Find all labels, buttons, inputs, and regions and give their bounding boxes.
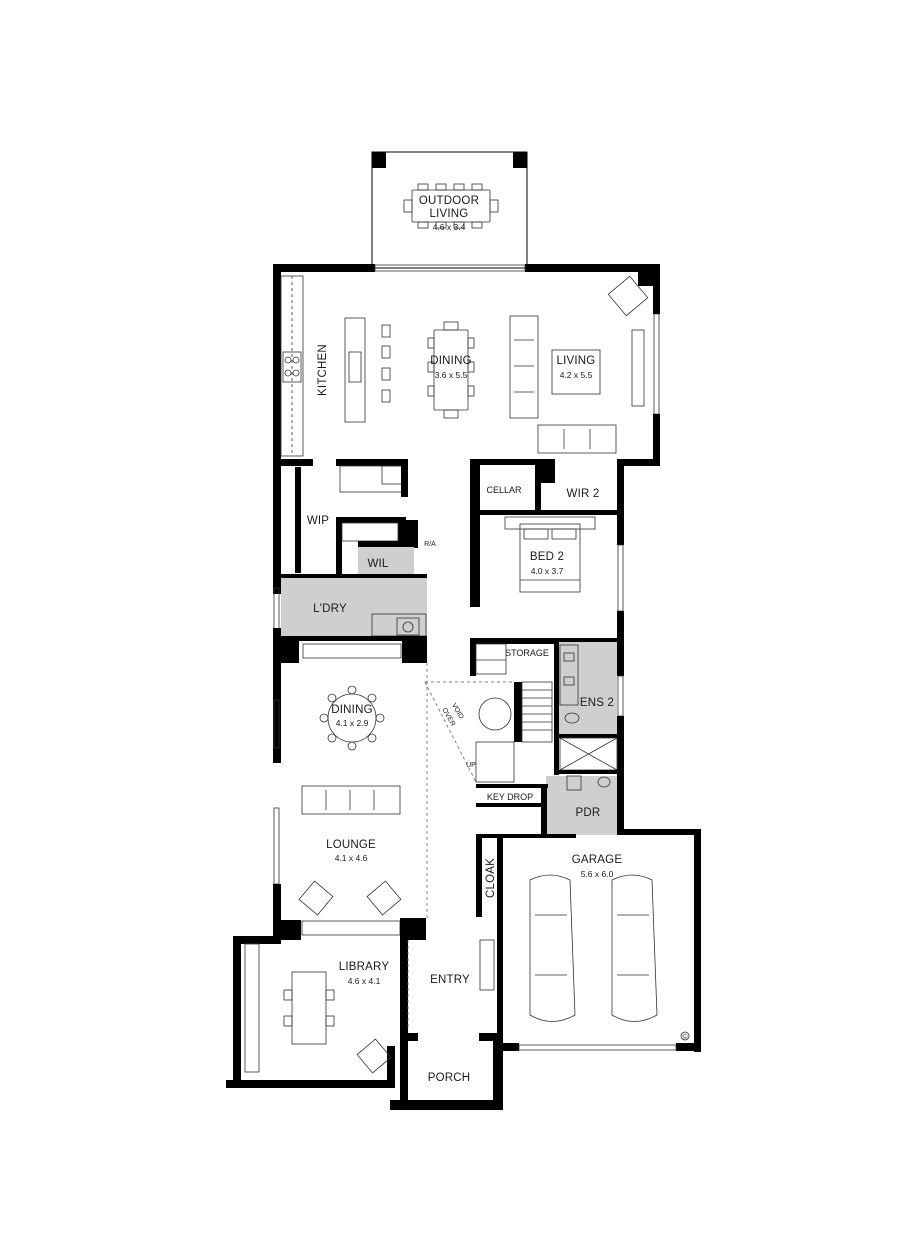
ra-label: R/A <box>424 541 436 548</box>
dining2-label: DINING <box>331 704 372 716</box>
living-size: 4.2 x 5.5 <box>560 370 593 380</box>
exterior-walls <box>273 264 660 834</box>
entry-label: ENTRY <box>430 974 470 986</box>
wir2-label: WIR 2 <box>567 488 600 500</box>
copyright-mark: © <box>682 1033 688 1041</box>
dining-size: 3.6 x 5.5 <box>435 370 468 380</box>
dining-lounge-walls <box>273 641 428 940</box>
outdoor-living-area <box>371 151 528 269</box>
interior-walls <box>273 459 617 644</box>
cloak-label: CLOAK <box>485 858 497 898</box>
garage-area <box>497 829 701 1052</box>
outdoor-living-size: 4.6 x 3.4 <box>433 222 466 232</box>
dining-label: DINING <box>430 355 471 367</box>
outdoor-living-label-line1: OUTDOOR <box>419 195 479 207</box>
dining2-size: 4.1 x 2.9 <box>336 718 369 728</box>
storage-label: STORAGE <box>505 648 549 658</box>
wil-label: WIL <box>367 558 388 570</box>
ensuite-pdr <box>476 638 624 835</box>
living-label: LIVING <box>557 355 596 367</box>
garage-size: 5.6 x 6.0 <box>581 869 614 879</box>
ldry-label: L'DRY <box>313 603 347 615</box>
car-left <box>529 874 576 1022</box>
outdoor-table <box>403 183 499 229</box>
lounge-size: 4.1 x 4.6 <box>335 853 368 863</box>
dining-table <box>427 321 475 419</box>
stair-up-label: UP <box>466 762 476 769</box>
bed2-size: 4.0 x 3.7 <box>531 566 564 576</box>
car-right <box>611 874 658 1022</box>
bed2-label: BED 2 <box>530 551 564 563</box>
cellar-label: CELLAR <box>486 485 522 495</box>
key-drop-label: KEY DROP <box>487 792 533 802</box>
lounge-label: LOUNGE <box>326 839 376 851</box>
stairs-area <box>424 640 559 783</box>
pdr-label: PDR <box>576 807 601 819</box>
kitchen-area <box>280 275 391 457</box>
library-size: 4.6 x 4.1 <box>348 976 381 986</box>
kitchen-label: KITCHEN <box>317 344 329 396</box>
porch-label: PORCH <box>428 1072 471 1084</box>
library-label: LIBRARY <box>339 961 390 973</box>
ens2-label: ENS 2 <box>580 697 614 709</box>
front-block <box>226 918 503 1110</box>
outdoor-living-label-line2: LIVING <box>430 208 469 220</box>
wip-label: WIP <box>307 515 329 527</box>
garage-label: GARAGE <box>572 854 623 866</box>
living-furniture <box>509 275 649 454</box>
